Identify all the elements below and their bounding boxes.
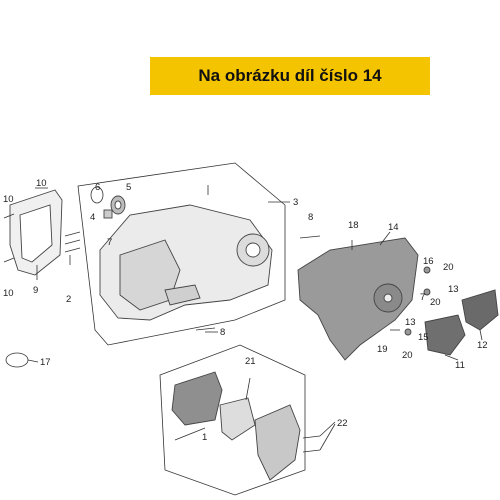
callout-8: 8: [220, 327, 225, 338]
callout-8: 8: [308, 212, 313, 223]
screws: [3, 185, 431, 453]
callout-3: 3: [293, 197, 298, 208]
callout-19: 19: [377, 344, 388, 355]
callout-16: 16: [423, 256, 434, 267]
callout-22: 22: [337, 418, 348, 429]
callout-18: 18: [348, 220, 359, 231]
callout-14: 14: [388, 222, 399, 233]
part-17-hose-clamp[interactable]: [5, 352, 29, 368]
callout-2: 2: [66, 294, 71, 305]
part-3-crankcase[interactable]: [99, 204, 273, 321]
crankcase-group-frame: [77, 162, 286, 346]
callout-7: 7: [107, 237, 112, 248]
callout-10: 10: [3, 194, 14, 205]
callout-20: 20: [430, 297, 441, 308]
part-11-inner-cap[interactable]: [424, 314, 466, 356]
callout-20: 20: [443, 262, 454, 273]
callout-7: 7: [420, 292, 425, 303]
part-14-transmission-cover[interactable]: [297, 237, 419, 361]
callout-13: 13: [448, 284, 459, 295]
callout-15: 15: [418, 332, 429, 343]
callout-9: 9: [33, 285, 38, 296]
callout-11: 11: [455, 360, 465, 371]
callout-13: 13: [405, 317, 416, 328]
part-6-circlip[interactable]: [90, 186, 104, 204]
intake-group-frame: [159, 344, 306, 496]
callout-17: 17: [40, 357, 51, 368]
part-9-gasket-plate[interactable]: [9, 189, 63, 276]
part-21-intake-gasket[interactable]: [219, 397, 256, 441]
leader-lines: [27, 201, 483, 451]
part-4-bushing[interactable]: [103, 209, 113, 219]
callout-20: 20: [402, 350, 413, 361]
callout-10: 10: [3, 288, 14, 299]
part-12-outer-cap[interactable]: [461, 289, 499, 331]
banner-text: Na obrázku díl číslo 14: [198, 66, 382, 85]
part-intake-cover[interactable]: [254, 404, 301, 481]
callout-12: 12: [477, 340, 488, 351]
callout-1: 1: [202, 432, 207, 443]
part-5-oil-seal[interactable]: [110, 195, 126, 215]
callout-4: 4: [90, 212, 95, 223]
callout-10: 10: [36, 178, 47, 189]
callout-5: 5: [126, 182, 131, 193]
callout-labels: 10 10 10 9 2 6 5 4 7 3 8 8 18 14 16 20 1…: [3, 178, 488, 443]
callout-21: 21: [245, 356, 256, 367]
part-number-banner: Na obrázku díl číslo 14: [150, 57, 430, 95]
callout-6: 6: [95, 182, 100, 193]
part-intake-duct[interactable]: [171, 371, 223, 426]
